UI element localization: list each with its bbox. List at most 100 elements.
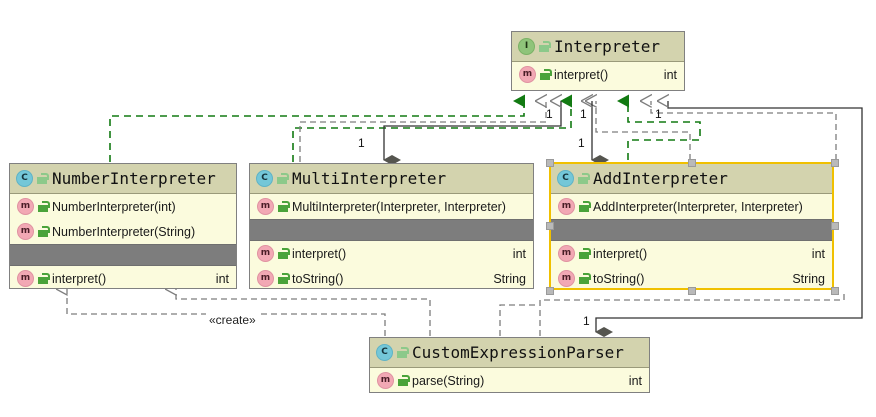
- edge-dependency-multi-to-interpreter: [299, 101, 546, 162]
- method-icon: m: [558, 270, 575, 287]
- member-row[interactable]: m interpret() int: [551, 241, 832, 266]
- class-header-customexpressionparser: C CustomExpressionParser: [370, 338, 649, 368]
- member-name: MultiInterpreter(Interpreter, Interprete…: [292, 199, 506, 214]
- public-lock-icon: [579, 201, 591, 212]
- public-lock-icon: [278, 248, 290, 259]
- method-icon: m: [558, 245, 575, 262]
- class-header-multiinterpreter: C MultiInterpreter: [250, 164, 533, 194]
- selection-handle[interactable]: [546, 222, 554, 230]
- methods-section: m interpret() int: [10, 266, 236, 291]
- selection-handle[interactable]: [546, 159, 554, 167]
- selection-handle[interactable]: [831, 222, 839, 230]
- class-box-numberinterpreter[interactable]: C NumberInterpreter m NumberInterpreter(…: [9, 163, 237, 289]
- member-name: AddInterpreter(Interpreter, Interpreter): [593, 199, 803, 214]
- methods-section: m interpret() int m toString() String: [551, 241, 832, 291]
- stereotype-label-create: «create»: [206, 313, 259, 327]
- class-header-interpreter: I Interpreter: [512, 32, 684, 62]
- class-name: Interpreter: [554, 37, 660, 56]
- member-row[interactable]: m NumberInterpreter(String): [10, 219, 236, 244]
- edge-composition-multi-interpreter: [384, 101, 561, 160]
- edge-dependency-parser-to-interpreter-a: [651, 101, 837, 160]
- member-row[interactable]: m NumberInterpreter(int): [10, 194, 236, 219]
- collapsed-members-band[interactable]: [10, 244, 236, 266]
- method-icon: m: [257, 245, 274, 262]
- class-icon: C: [256, 170, 273, 187]
- class-box-multiinterpreter[interactable]: C MultiInterpreter m MultiInterpreter(In…: [249, 163, 534, 289]
- member-return-type: String: [493, 271, 526, 286]
- member-name: NumberInterpreter(int): [52, 199, 176, 214]
- class-icon: C: [376, 344, 393, 361]
- method-icon: m: [17, 223, 34, 240]
- class-box-customexpressionparser[interactable]: C CustomExpressionParser m parse(String)…: [369, 337, 650, 393]
- member-name: interpret(): [554, 67, 609, 82]
- member-name: NumberInterpreter(String): [52, 224, 196, 239]
- class-header-addinterpreter: C AddInterpreter: [551, 164, 832, 194]
- member-name: parse(String): [412, 373, 485, 388]
- member-return-type: int: [811, 246, 825, 261]
- selection-handle[interactable]: [688, 287, 696, 295]
- member-row[interactable]: m interpret() int: [10, 266, 236, 291]
- public-lock-icon: [38, 201, 50, 212]
- selection-handle[interactable]: [688, 159, 696, 167]
- edge-dependency-add-to-interpreter: [596, 101, 691, 160]
- constructors-section: m NumberInterpreter(int) m NumberInterpr…: [10, 194, 236, 244]
- member-name: toString(): [292, 271, 344, 286]
- public-lock-icon: [579, 273, 591, 284]
- class-icon: C: [557, 170, 574, 187]
- constructors-section: m MultiInterpreter(Interpreter, Interpre…: [250, 194, 533, 219]
- collapsed-members-band[interactable]: [250, 219, 533, 241]
- member-name: interpret(): [593, 246, 648, 261]
- member-name: interpret(): [52, 271, 107, 286]
- public-lock-icon: [38, 226, 50, 237]
- public-lock-icon: [38, 273, 50, 284]
- multiplicity-label: 1: [655, 107, 662, 121]
- methods-section: m interpret() int m toString() String: [250, 241, 533, 291]
- class-name: AddInterpreter: [593, 169, 728, 188]
- public-lock-icon: [278, 273, 290, 284]
- multiplicity-label: 1: [358, 136, 365, 150]
- member-return-type: int: [512, 246, 526, 261]
- method-icon: m: [17, 198, 34, 215]
- constructors-section: m AddInterpreter(Interpreter, Interprete…: [551, 194, 832, 219]
- multiplicity-label: 1: [580, 107, 587, 121]
- public-lock-icon: [540, 69, 552, 80]
- public-lock-icon: [398, 375, 410, 386]
- class-icon: C: [16, 170, 33, 187]
- edge-realization-numberinterpreter: [109, 94, 525, 162]
- methods-section: m parse(String) int: [370, 368, 649, 393]
- class-name: CustomExpressionParser: [412, 343, 624, 362]
- member-row[interactable]: m interpret() int: [512, 62, 684, 87]
- member-row[interactable]: m parse(String) int: [370, 368, 649, 393]
- member-row[interactable]: m MultiInterpreter(Interpreter, Interpre…: [250, 194, 533, 219]
- class-box-addinterpreter[interactable]: C AddInterpreter m AddInterpreter(Interp…: [549, 162, 834, 290]
- member-row[interactable]: m AddInterpreter(Interpreter, Interprete…: [551, 194, 832, 219]
- member-row[interactable]: m toString() String: [250, 266, 533, 291]
- class-header-numberinterpreter: C NumberInterpreter: [10, 164, 236, 194]
- public-lock-icon: [278, 201, 290, 212]
- method-icon: m: [257, 270, 274, 287]
- selection-handle[interactable]: [546, 287, 554, 295]
- class-box-interpreter[interactable]: I Interpreter m interpret() int: [511, 31, 685, 91]
- multiplicity-label: 1: [583, 314, 590, 328]
- collapsed-members-band[interactable]: [551, 219, 832, 241]
- method-icon: m: [257, 198, 274, 215]
- public-lock-icon: [539, 41, 551, 52]
- member-row[interactable]: m interpret() int: [250, 241, 533, 266]
- member-return-type: int: [663, 67, 677, 82]
- interface-icon: I: [518, 38, 535, 55]
- selection-handle[interactable]: [831, 287, 839, 295]
- public-lock-icon: [37, 173, 49, 184]
- selection-handle[interactable]: [831, 159, 839, 167]
- method-icon: m: [519, 66, 536, 83]
- public-lock-icon: [579, 248, 591, 259]
- edge-realization-multiinterpreter: [292, 94, 572, 162]
- public-lock-icon: [277, 173, 289, 184]
- member-return-type: String: [792, 271, 825, 286]
- public-lock-icon: [578, 173, 590, 184]
- class-name: NumberInterpreter: [52, 169, 216, 188]
- member-return-type: int: [215, 271, 229, 286]
- member-name: interpret(): [292, 246, 347, 261]
- multiplicity-label: 1: [578, 136, 585, 150]
- methods-section: m interpret() int: [512, 62, 684, 87]
